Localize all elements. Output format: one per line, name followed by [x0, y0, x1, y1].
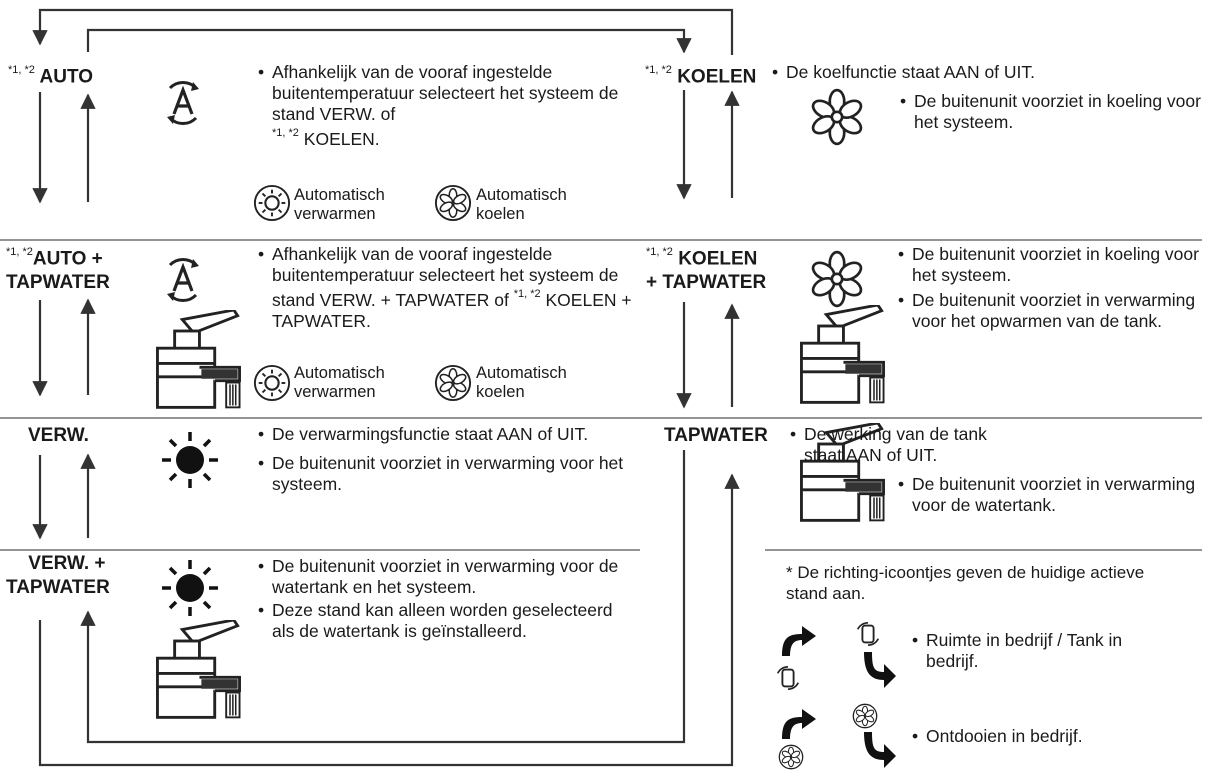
water-tap-icon [800, 305, 885, 404]
mode-label-koelen: *1, *2 KOELEN [645, 64, 757, 88]
direction-arrow-icon [782, 626, 816, 656]
note-direction-icons: * De richting-icoontjes geven de huidige… [786, 563, 1145, 603]
description-verw: •De verwarmingsfunctie staat AAN of UIT.… [258, 424, 624, 494]
water-tap-icon [156, 310, 241, 409]
mode-label-auto-tapwater: *1, *2AUTO +TAPWATER [6, 246, 110, 294]
description-koelen-tapwater: •De buitenunit voorziet in koeling voor … [898, 244, 1199, 331]
defrost-snowflake-icon [852, 703, 878, 729]
direction-arrow-icon [864, 732, 896, 768]
description-tapwater: •De werking van de tank staat AAN of UIT… [790, 424, 1196, 515]
mode-label-tapwater: TAPWATER [664, 425, 768, 446]
auto-mode-icon [165, 257, 201, 303]
direction-arrow-icon [864, 652, 896, 688]
loop-arrow-bottom-outer [38, 473, 740, 767]
description-auto: •Afhankelijk van de vooraf ingestelde bu… [258, 62, 619, 149]
description-auto-tapwater: •Afhankelijk van de vooraf ingestelde bu… [258, 244, 632, 331]
water-tap-icon [156, 620, 241, 719]
auto-mode-icon [165, 80, 201, 126]
snowflake-cool-icon [808, 250, 866, 308]
mode-label-verw: VERW. [28, 425, 89, 446]
loop-arrow-top-outer [32, 8, 734, 55]
auto-heat-small-icon [253, 184, 291, 222]
note-space-tank: •Ruimte in bedrijf / Tank in bedrijf. [912, 630, 1123, 671]
sun-heat-icon [160, 558, 220, 618]
sun-heat-icon [160, 430, 220, 490]
auto-heat-small-icon [253, 364, 291, 402]
description-koelen: •De koelfunctie staat AAN of UIT. •De bu… [772, 62, 1201, 132]
auto-cool-small-icon [434, 184, 472, 222]
defrost-snowflake-icon [778, 744, 804, 770]
description-verw-tapwater: •De buitenunit voorziet in verwarming vo… [258, 556, 619, 641]
note-defrost: •Ontdooien in bedrijf. [912, 726, 1083, 746]
loop-arrow-bottom-inner [80, 450, 686, 744]
loop-arrow-top-inner [86, 28, 692, 54]
auto-cool-small-icon [434, 364, 472, 402]
space-running-icon [776, 665, 800, 691]
mode-label-koelen-tapwater: *1, *2 KOELEN+ TAPWATER [646, 246, 767, 294]
tank-running-icon [856, 621, 880, 647]
direction-arrow-icon [782, 709, 816, 739]
mode-label-auto: *1, *2 AUTO [8, 64, 93, 88]
mode-label-verw-tapwater: VERW. +TAPWATER [6, 553, 110, 598]
